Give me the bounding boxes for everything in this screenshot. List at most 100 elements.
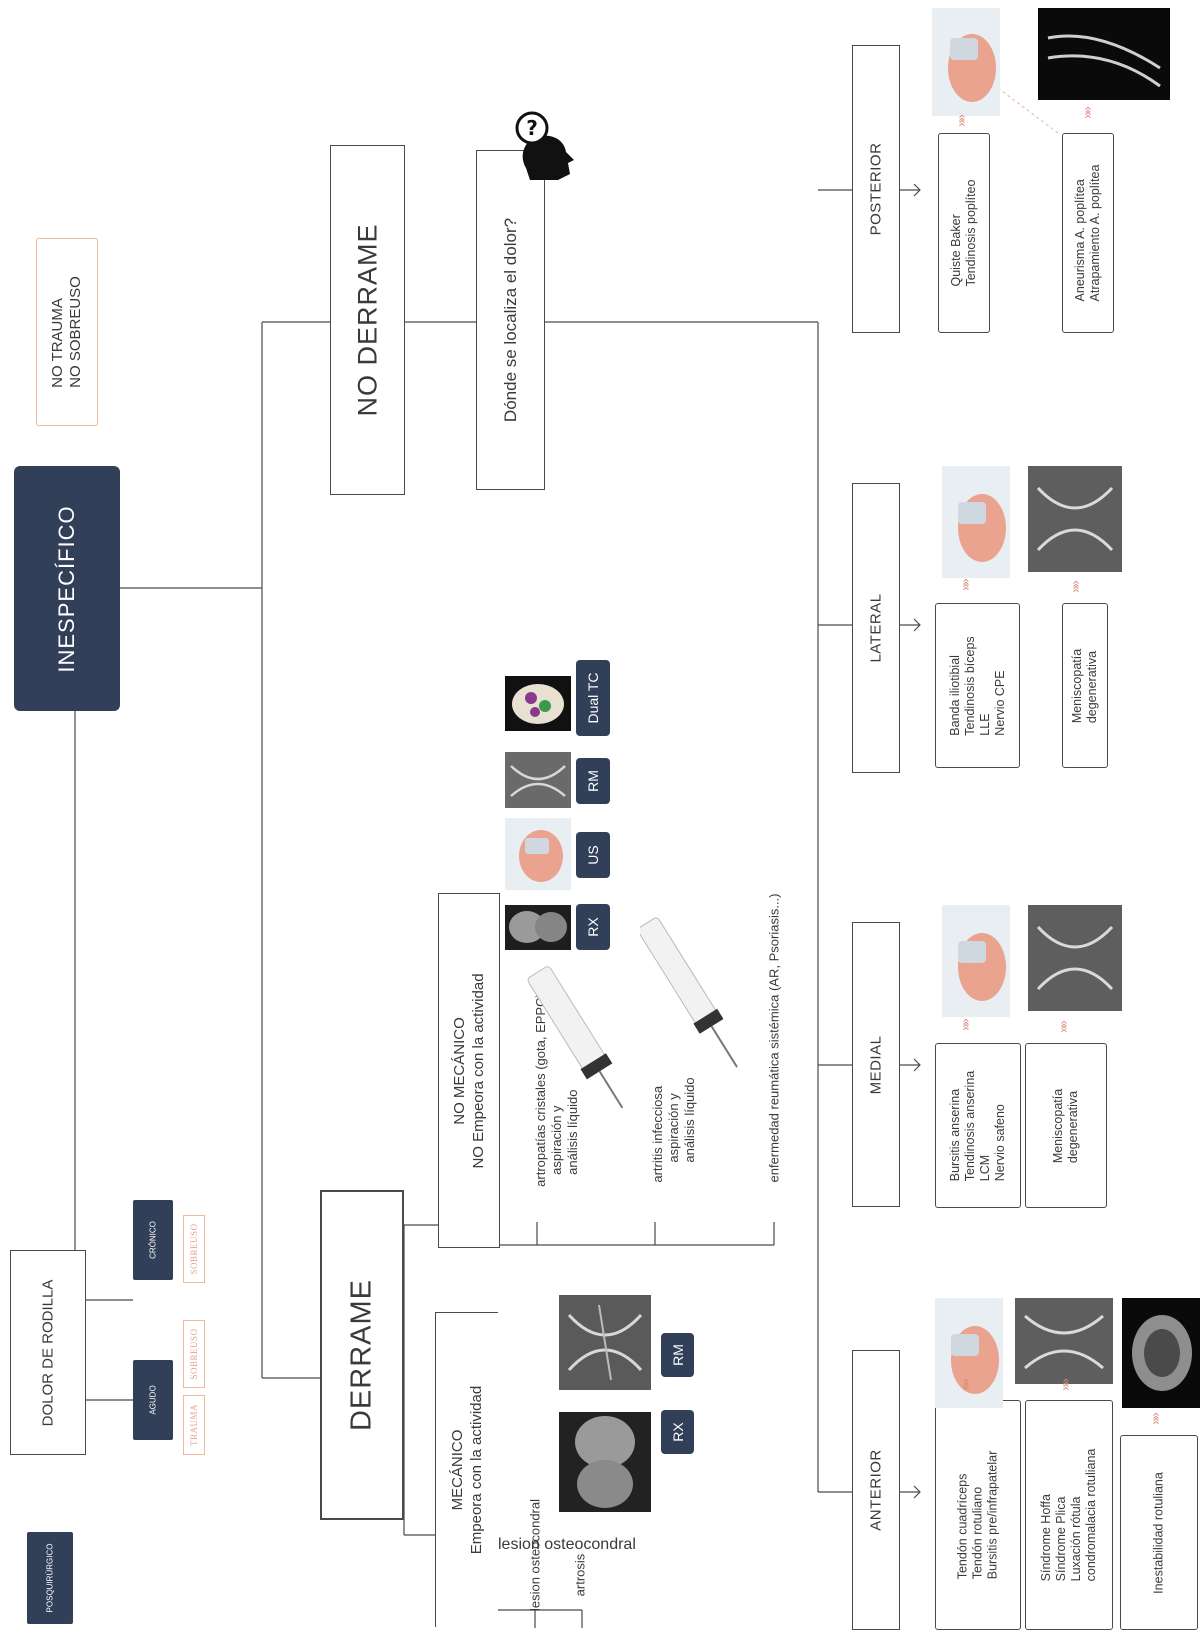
question-box: Dónde se localiza el dolor? — [476, 150, 545, 490]
no-trauma-box: NO TRAUMA NO SOBREUSO — [36, 238, 98, 426]
posterior-item: Atrapamiento A. poplítea — [1088, 164, 1102, 302]
posterior-group-1: Quiste Baker Tendinosis poplíteo — [938, 133, 990, 333]
no-mecanico-text: NO MECÁNICO NO Empeora con la actividad — [450, 973, 488, 1168]
anterior-rm-image — [1015, 1298, 1113, 1384]
root-box[interactable]: DOLOR DE RODILLA — [10, 1250, 86, 1455]
no-mecanico-badge-rm[interactable]: RM — [576, 758, 610, 804]
mecanico-box[interactable]: MECÁNICO Empeora con la actividad — [435, 1312, 498, 1627]
agudo-box[interactable]: AGUDO — [133, 1360, 173, 1440]
question-head-icon: ? — [508, 108, 578, 183]
no-mecanico-badge-dualtc-label: Dual TC — [585, 672, 601, 724]
cronico-box[interactable]: CRÓNICO — [133, 1200, 173, 1280]
no-mecanico-subtitle: NO Empeora con la actividad — [470, 972, 487, 1169]
derrame-label: DERRAME — [345, 1278, 378, 1432]
mecanico-badge-rm[interactable]: RM — [661, 1333, 694, 1377]
medial-group-2: Meniscopatía degenerativa — [1025, 1043, 1107, 1208]
anterior-item: condromalacia rotuliana — [1084, 1448, 1098, 1582]
posterior-item: Tendinosis poplíteo — [964, 179, 978, 287]
chevron-icon: »» — [1055, 1022, 1071, 1033]
syringe-icon — [525, 955, 635, 1125]
posterior-item: Aneurisma A. poplítea — [1073, 179, 1087, 302]
mecanico-rx-image — [559, 1412, 651, 1512]
mecanico-subtitle: Empeora con la actividad — [468, 1385, 485, 1555]
no-derrame-label: NO DERRAME — [352, 223, 382, 417]
derrame-box[interactable]: DERRAME — [320, 1190, 404, 1520]
anterior-item: Tendón cuadríceps — [955, 1473, 970, 1580]
mecanico-item-1-label: lesion osteocondral — [527, 1498, 543, 1612]
no-mecanico-box[interactable]: NO MECÁNICO NO Empeora con la actividad — [438, 893, 500, 1248]
no-mecanico-badge-rm-label: RM — [585, 770, 601, 792]
mecanico-item-1-wrap: lesion osteocondral — [520, 1499, 550, 1611]
mecanico-item-2-wrap: artrosis — [565, 1545, 595, 1605]
chevron-icon: »» — [1057, 1380, 1073, 1391]
no-mecanico-badge-rx[interactable]: RX — [576, 904, 610, 950]
medial-rm-image — [1028, 905, 1122, 1011]
root-label: DOLOR DE RODILLA — [39, 1279, 57, 1426]
no-mecanico-dualtc-image — [505, 676, 571, 731]
anterior-group-3: Inestabilidad rotuliana — [1120, 1435, 1198, 1630]
posquirurgico-box[interactable]: POSQUIRÚRGICO — [27, 1532, 73, 1624]
no-mecanico-badge-dualtc[interactable]: Dual TC — [576, 660, 610, 736]
posterior-group-1-text: Quiste Baker Tendinosis poplíteo — [949, 179, 979, 286]
lateral-group-2: Meniscopatía degenerativa — [1062, 603, 1108, 768]
location-medial-box[interactable]: MEDIAL — [852, 922, 900, 1207]
agudo-trauma-label: TRAUMA — [189, 1403, 199, 1447]
location-anterior-label: ANTERIOR — [867, 1449, 885, 1531]
no-trauma-line1: NO TRAUMA — [49, 298, 66, 388]
location-lateral-box[interactable]: LATERAL — [852, 483, 900, 773]
mecanico-item-2-label: artrosis — [572, 1553, 588, 1597]
anterior-tc-image — [1122, 1298, 1200, 1408]
mecanico-badge-rm-label: RM — [669, 1344, 686, 1366]
no-mecanico-item-2-name: artritis infecciosa — [650, 1085, 665, 1183]
medial-item: degenerativa — [1066, 1090, 1080, 1163]
no-mecanico-item-3-wrap: enfermedad reumática sistémica (AR, Psor… — [760, 860, 788, 1215]
medial-us-image — [942, 905, 1010, 1017]
lateral-group-1: Banda iliotibial Tendinosis bíceps LLE N… — [935, 603, 1020, 768]
lateral-group-2-text: Meniscopatía degenerativa — [1070, 648, 1100, 722]
anterior-item: Bursitis pre/infrapatelar — [985, 1450, 1000, 1580]
medial-item: Nervio safeno — [993, 1103, 1007, 1181]
no-mecanico-item-2-note1: aspiración y — [666, 1093, 681, 1163]
anterior-group-2-text: Síndrome Hoffa Síndrome Plica Luxación r… — [1039, 1449, 1099, 1582]
anterior-item: Inestabilidad rotuliana — [1151, 1471, 1166, 1594]
chevron-icon: »» — [957, 1380, 973, 1391]
no-mecanico-badge-us-label: US — [585, 845, 601, 865]
lateral-rm-image — [1028, 466, 1122, 572]
syringe-icon — [637, 905, 745, 1085]
no-trauma-line2: NO SOBREUSO — [67, 276, 84, 388]
cronico-sobreuso-label: SOBREUSO — [189, 1223, 199, 1275]
no-mecanico-us-image — [505, 818, 571, 890]
agudo-label: AGUDO — [148, 1385, 158, 1415]
chevron-icon: »» — [1147, 1414, 1163, 1425]
location-posterior-label: POSTERIOR — [867, 142, 885, 236]
medial-group-2-text: Meniscopatía degenerativa — [1051, 1088, 1081, 1162]
lateral-item: Banda iliotibial — [947, 654, 962, 736]
lateral-us-image — [942, 466, 1010, 578]
lateral-item: degenerativa — [1085, 650, 1099, 723]
agudo-sobreuso-label: SOBREUSO — [189, 1328, 199, 1380]
anterior-us-image — [935, 1298, 1003, 1408]
medial-item: LCM — [978, 1154, 992, 1181]
anterior-item: Síndrome Hoffa — [1039, 1494, 1053, 1582]
cronico-sobreuso-tag: SOBREUSO — [183, 1215, 205, 1283]
location-lateral-label: LATERAL — [867, 593, 885, 663]
chevron-icon: »» — [957, 1020, 973, 1031]
chevron-icon: »» — [1079, 108, 1095, 119]
no-mecanico-item-3-name: enfermedad reumática sistémica (AR, Psor… — [766, 893, 782, 1182]
medial-item: Bursitis anserina — [948, 1088, 962, 1181]
no-trauma-text: NO TRAUMA NO SOBREUSO — [49, 276, 85, 388]
no-mecanico-badge-us[interactable]: US — [576, 832, 610, 878]
location-posterior-box[interactable]: POSTERIOR — [852, 45, 900, 333]
posterior-group-2-text: Aneurisma A. poplítea Atrapamiento A. po… — [1073, 165, 1103, 302]
location-anterior-box[interactable]: ANTERIOR — [852, 1350, 900, 1630]
inespecifico-box[interactable]: INESPECÍFICO — [14, 466, 120, 711]
medial-group-1: Bursitis anserina Tendinosis anserina LC… — [935, 1043, 1021, 1208]
mecanico-badge-rx[interactable]: RX — [661, 1410, 694, 1454]
mecanico-text: MECÁNICO Empeora con la actividad — [448, 1386, 486, 1554]
chevron-icon: »» — [1067, 582, 1083, 593]
no-derrame-box[interactable]: NO DERRAME — [330, 145, 405, 495]
chevron-icon: »» — [957, 580, 973, 591]
no-mecanico-rx-image — [505, 905, 571, 950]
posterior-angio-image — [1038, 8, 1170, 100]
